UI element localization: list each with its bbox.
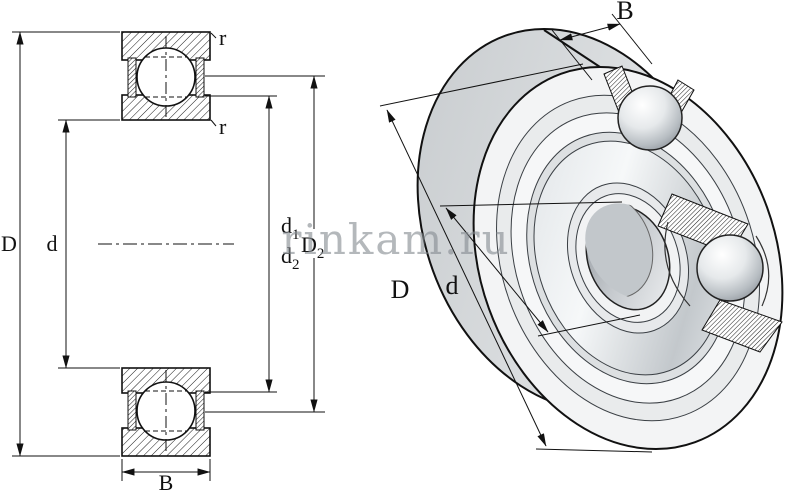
dimension-d1-d2: d1 d2 [205, 95, 300, 393]
dim-label-d-left: d [47, 231, 58, 256]
rim-silhouette-top [543, 29, 601, 68]
dimension-line [445, 207, 549, 333]
dimension-d-left: d [47, 119, 120, 369]
dim-label-B-left: B [159, 470, 174, 491]
dim-label-d2: d2 [281, 243, 300, 273]
bearing-section-top-half [121, 31, 211, 121]
raceway-edge [755, 235, 770, 307]
dim-label-B-3d: B [616, 0, 633, 25]
dim-label-d1: d1 [281, 213, 300, 243]
raceway-edge [664, 221, 691, 307]
shield-top-right [195, 57, 205, 98]
dim-label-D-3d: D [391, 275, 410, 304]
radius-label-outer: r [219, 25, 227, 50]
leader-line [210, 32, 217, 39]
bearing-section-bottom-half [121, 367, 211, 457]
shield-bottom-left [127, 390, 137, 431]
ball-3d-right [696, 234, 764, 302]
radius-label-inner: r [219, 114, 227, 139]
label-backing [299, 229, 335, 258]
watermark-text: rinkam.ru [281, 215, 510, 264]
dim-label-d-3d: d [446, 271, 459, 300]
dimension-D2: D2 [205, 75, 335, 413]
dimension-d-3d: d [439, 201, 641, 337]
shield-top-left [127, 57, 137, 98]
cut-face [701, 299, 783, 353]
dimension-line [559, 23, 621, 41]
extension-line [551, 29, 593, 81]
extension-line [535, 448, 653, 453]
dimension-D-left: D [1, 31, 120, 457]
extension-line [439, 201, 623, 207]
dim-label-D-left: D [1, 231, 17, 256]
ball-3d-top [617, 85, 683, 151]
leader-line [210, 119, 217, 127]
shield-bottom-right [195, 390, 205, 431]
dimension-B-3d: B [551, 0, 653, 81]
section-view: D d d1 d2 D2 B [1, 25, 335, 491]
dim-label-D2: D2 [301, 232, 324, 262]
extension-line [611, 13, 653, 65]
dimension-B-left: B [121, 459, 211, 491]
extension-line [379, 63, 584, 107]
perspective-view: B D d [379, 0, 784, 453]
extension-line [537, 314, 641, 337]
bearing-3d [416, 27, 784, 451]
radius-callouts: r r [210, 25, 227, 139]
